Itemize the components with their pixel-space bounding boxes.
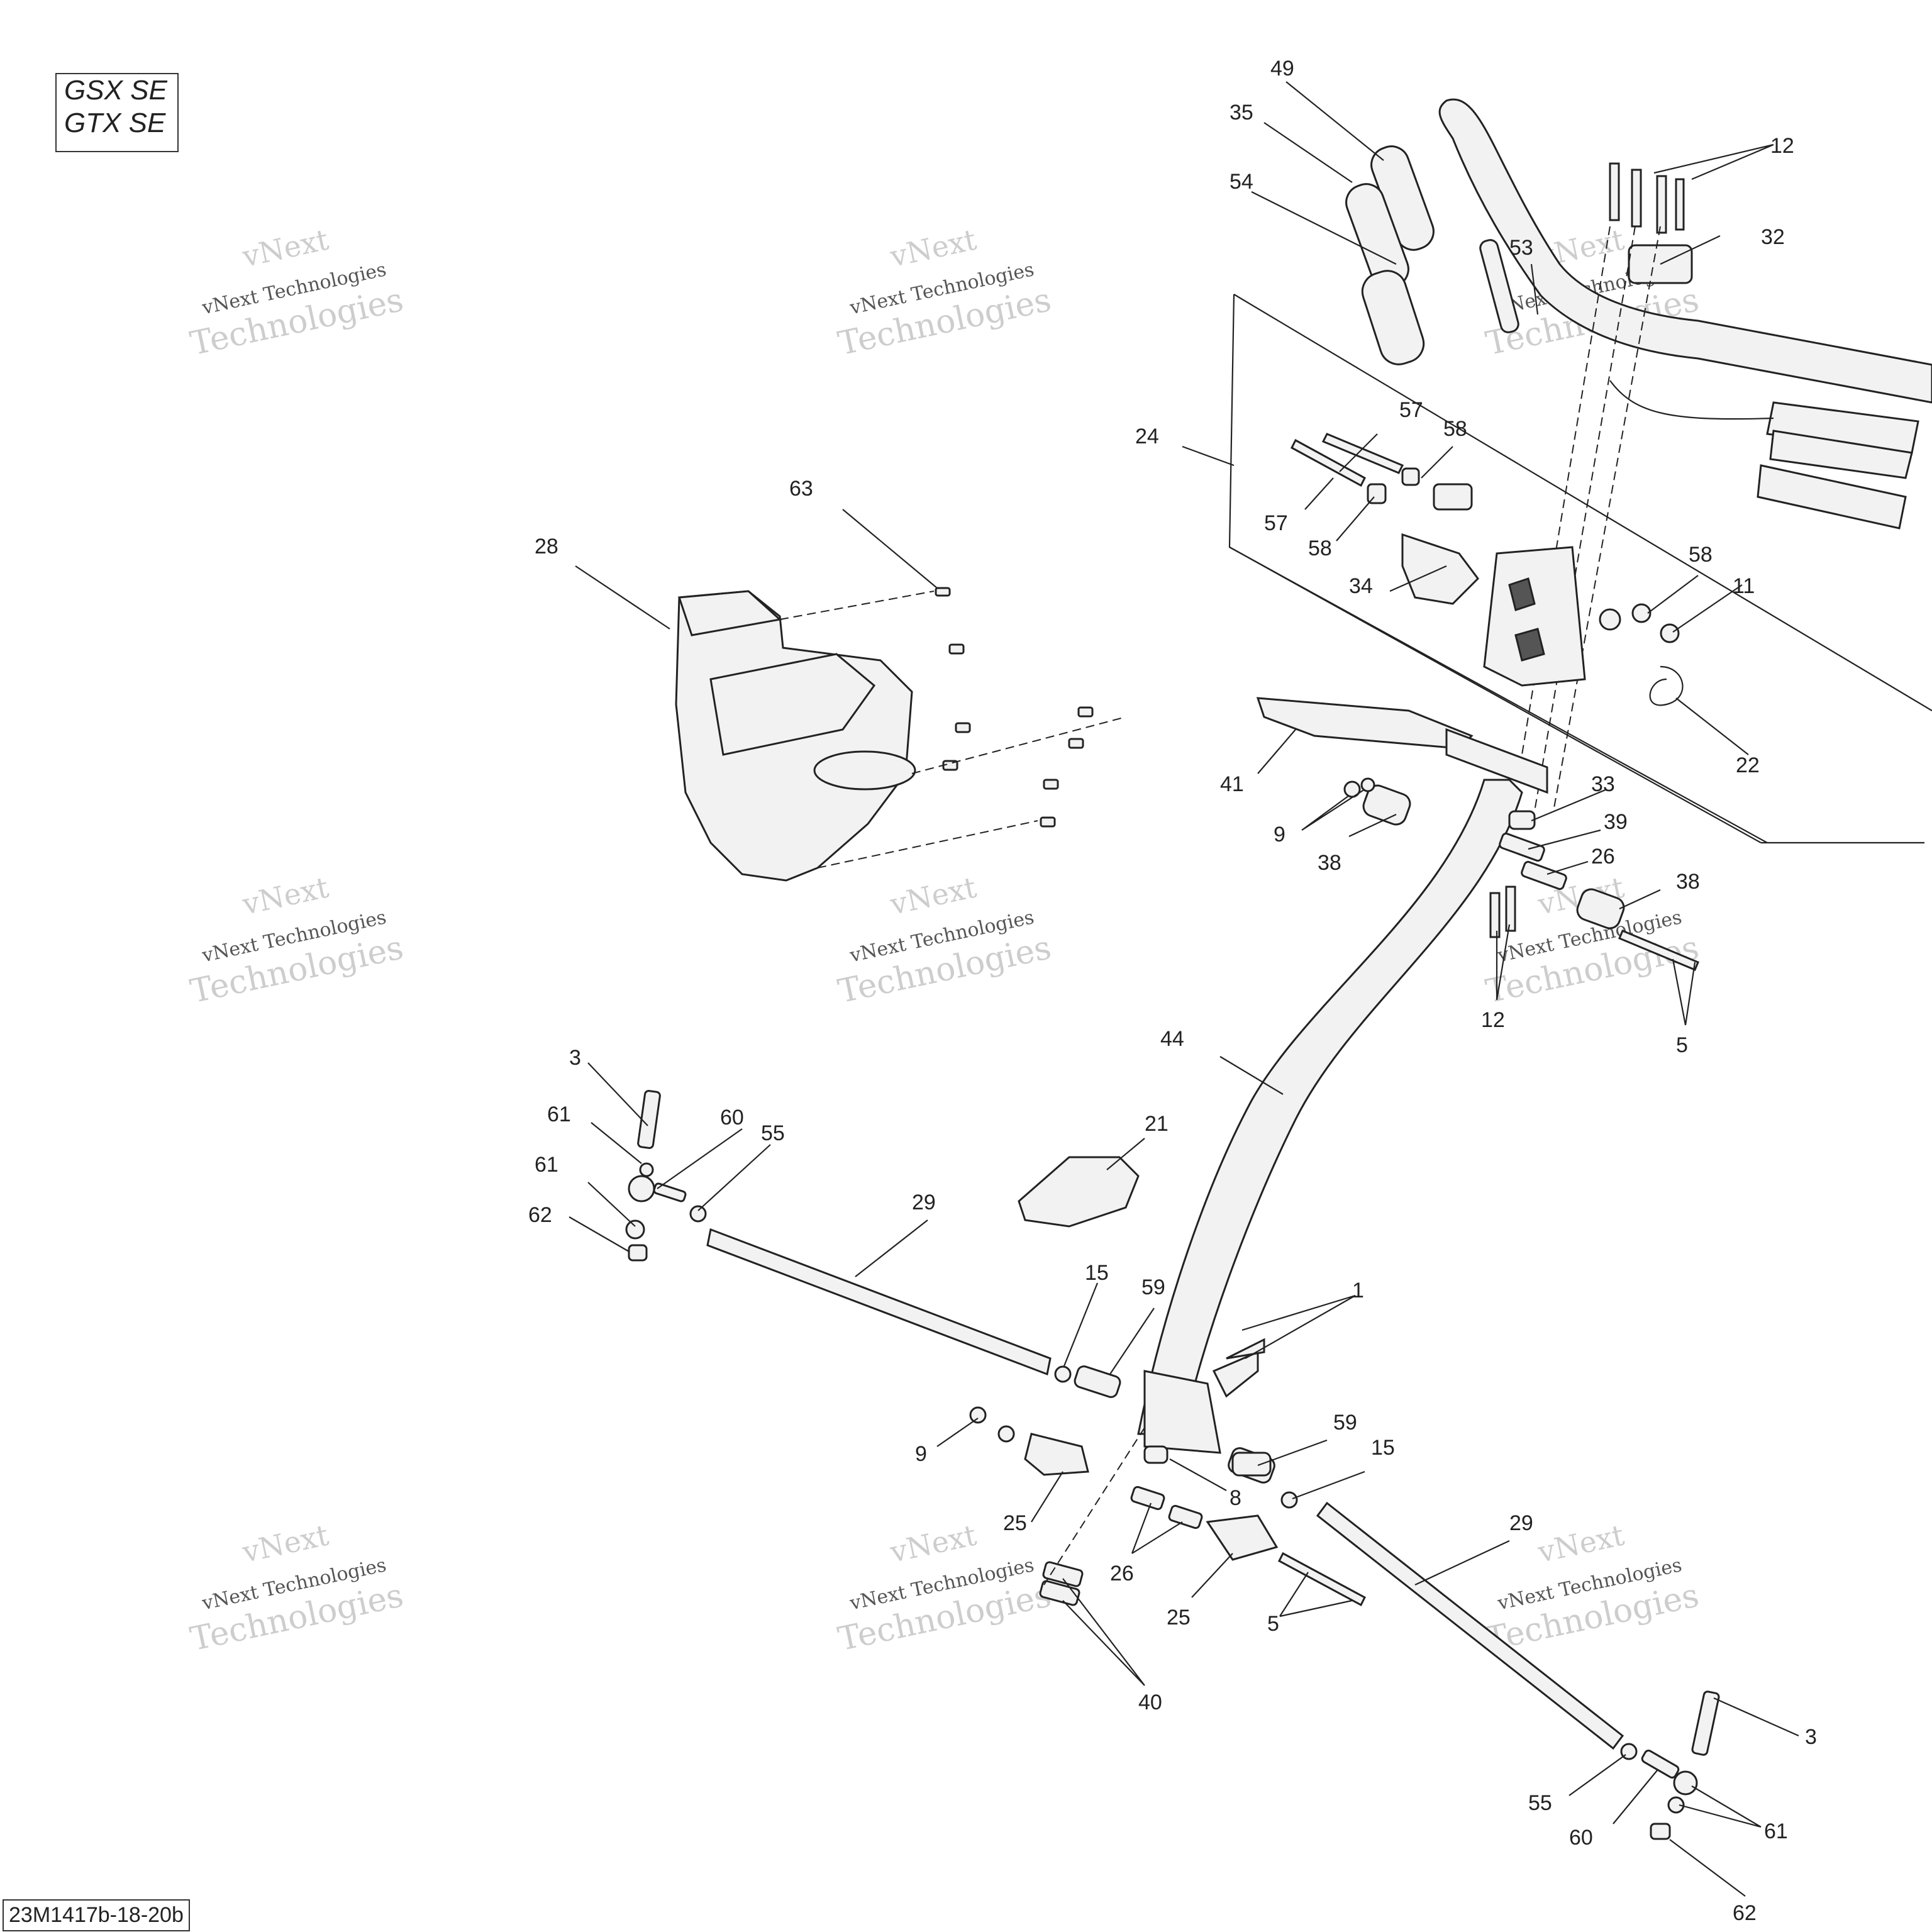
diagram-code: 23M1417b-18-20b [3, 1899, 190, 1931]
callout-60-right: 60 [1569, 1826, 1593, 1850]
watermark-line1: vNext [887, 870, 980, 921]
callout-58-left: 58 [1308, 536, 1332, 560]
model-label-box: GSX SE GTX SE [55, 73, 179, 152]
grip-right-group [1609, 380, 1919, 530]
callout-60-left: 60 [720, 1106, 744, 1130]
callout-62-right: 62 [1733, 1901, 1757, 1925]
callout-12-top: 12 [1770, 134, 1794, 158]
callout-59-right: 59 [1333, 1411, 1357, 1435]
plate-41 [1256, 697, 1474, 750]
callout-15-left: 15 [1085, 1261, 1109, 1285]
callout-21: 21 [1145, 1112, 1169, 1136]
callout-61-left-top: 61 [547, 1102, 571, 1126]
lower-arm-parts [969, 1338, 1366, 1607]
callout-22: 22 [1736, 753, 1760, 777]
model-name-1: GSX SE [64, 75, 167, 106]
callout-24: 24 [1135, 425, 1159, 448]
callout-labels: 49 35 54 53 12 32 24 57 58 57 58 34 58 1… [528, 57, 1817, 1925]
hood-cover [675, 590, 916, 882]
watermark-line1: vNext [239, 222, 332, 274]
callout-26-upper: 26 [1591, 845, 1615, 869]
steering-column [1137, 728, 1548, 1454]
cover-21 [1018, 1156, 1140, 1228]
callout-8: 8 [1230, 1486, 1241, 1510]
callout-40: 40 [1138, 1690, 1162, 1714]
callout-1: 1 [1352, 1279, 1364, 1302]
align-line [1512, 226, 1611, 812]
hardware-upper [1291, 433, 1684, 706]
inset-frame-right [1229, 547, 1768, 843]
align-line [1534, 226, 1636, 812]
align-line [817, 820, 1038, 869]
callout-26-lower: 26 [1110, 1562, 1134, 1585]
callout-41: 41 [1220, 772, 1244, 796]
callout-58-top: 58 [1443, 417, 1467, 441]
callout-55-right: 55 [1528, 1791, 1552, 1815]
callout-35: 35 [1230, 101, 1253, 125]
callout-29-left: 29 [912, 1191, 936, 1214]
callout-49: 49 [1270, 57, 1294, 80]
callout-5-lower: 5 [1267, 1612, 1279, 1636]
tie-rod-right [1231, 1452, 1720, 1840]
model-name-2: GTX SE [64, 108, 166, 138]
callout-33: 33 [1591, 772, 1615, 796]
watermark-group: vNext vNext Technologies Technologies vN… [187, 222, 1702, 1658]
callout-59-left: 59 [1141, 1275, 1165, 1299]
callout-58-right: 58 [1689, 543, 1713, 567]
callout-57-left: 57 [1264, 511, 1288, 535]
align-line [779, 591, 935, 620]
callout-53: 53 [1509, 236, 1533, 260]
callout-29-right: 29 [1509, 1511, 1533, 1535]
callout-9-upper: 9 [1274, 823, 1285, 847]
callout-25-left: 25 [1003, 1511, 1027, 1535]
steering-bracket [1401, 483, 1586, 687]
callout-55-left: 55 [761, 1121, 785, 1145]
bushings-38 [1343, 777, 1625, 930]
column-hardware [1489, 810, 1699, 971]
callout-63: 63 [789, 477, 813, 501]
callout-61-left-bottom: 61 [535, 1153, 558, 1177]
callout-5-upper: 5 [1676, 1033, 1688, 1057]
callout-44: 44 [1160, 1027, 1184, 1051]
callout-34: 34 [1349, 574, 1373, 598]
watermark-line1: vNext [239, 870, 332, 921]
clamp-top [1609, 162, 1693, 284]
callout-12-lower: 12 [1481, 1008, 1505, 1032]
callout-25-right: 25 [1167, 1606, 1191, 1629]
align-line [1043, 1427, 1145, 1585]
callout-54: 54 [1230, 170, 1253, 194]
watermark-line1: vNext [887, 222, 980, 274]
callout-62-left: 62 [528, 1203, 552, 1227]
callout-3-right: 3 [1805, 1725, 1817, 1749]
callout-11: 11 [1733, 574, 1755, 598]
watermark-line1: vNext [1535, 1518, 1628, 1569]
callout-32: 32 [1761, 225, 1785, 249]
tie-rod-left [625, 1090, 1052, 1376]
align-line [911, 716, 1126, 774]
watermark-line1: vNext [887, 1518, 980, 1569]
hood-screws [935, 587, 1094, 828]
callout-9-lower: 9 [915, 1442, 927, 1466]
callout-28: 28 [535, 535, 558, 558]
align-line [1553, 226, 1661, 812]
leader-lines [569, 81, 1799, 1897]
callout-38-right: 38 [1676, 870, 1700, 894]
callout-61-right: 61 [1764, 1819, 1788, 1843]
callout-15-right: 15 [1371, 1436, 1395, 1460]
watermark-line1: vNext [239, 1518, 332, 1569]
handlebar [1438, 98, 1932, 404]
callout-57-top: 57 [1399, 398, 1423, 422]
callout-3-left: 3 [569, 1046, 581, 1070]
callout-39: 39 [1604, 810, 1628, 834]
callout-38-left: 38 [1318, 851, 1341, 875]
